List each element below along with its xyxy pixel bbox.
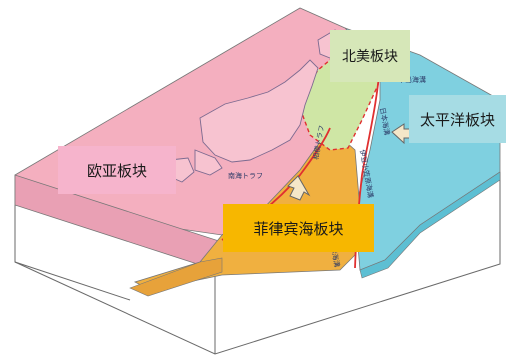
kuril-trench-text: 千島海溝 (398, 75, 426, 84)
philippine-sea-plate-label: 菲律宾海板块 (223, 204, 374, 252)
trough-text: 南海トラフ (228, 171, 263, 180)
box-wireframe (14, 172, 501, 355)
pacific-plate-label: 太平洋板块 (409, 95, 506, 143)
philippine-motion-arrow (287, 175, 311, 201)
north-american-plate-label: 北美板块 (330, 30, 410, 82)
eurasian-plate-label: 欧亚板块 (58, 146, 176, 194)
philippine-sea-plate-slab (129, 257, 223, 297)
pacific-plate-edge (359, 171, 501, 279)
